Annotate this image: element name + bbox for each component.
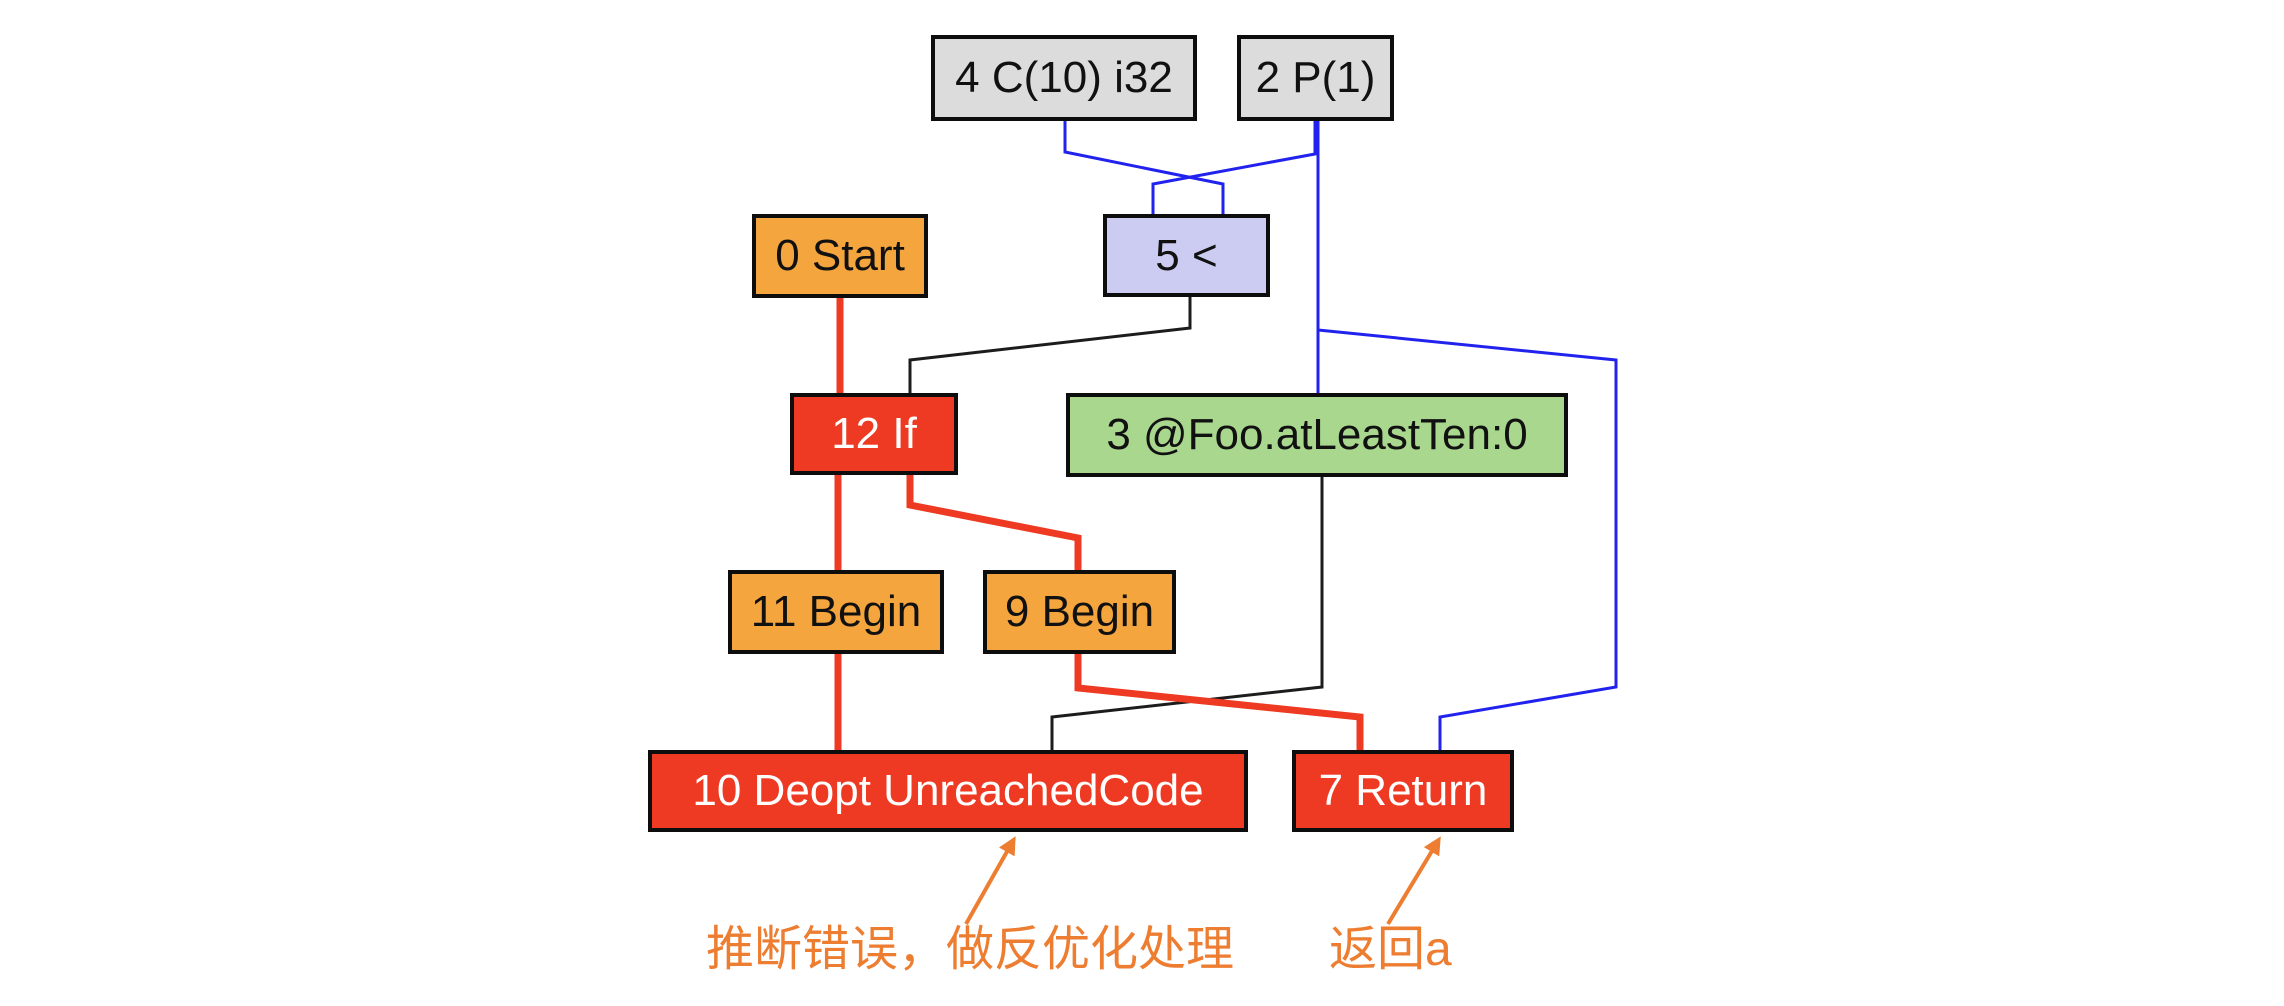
node-0-start[interactable]: 0 Start [752, 214, 928, 298]
node-11-begin[interactable]: 11 Begin [728, 570, 944, 654]
node-9-begin[interactable]: 9 Begin [983, 570, 1176, 654]
edge-p2-to-return7 [1317, 328, 1618, 750]
annotation-arrow-return [1386, 836, 1441, 926]
node-label: 12 If [831, 409, 917, 458]
edge-begin9-to-return7 [1074, 653, 1364, 750]
edge-if12-to-begin9 [906, 474, 1082, 570]
node-10-deopt-unreachedcode[interactable]: 10 Deopt UnreachedCode [648, 750, 1248, 832]
node-label: 0 Start [775, 231, 905, 280]
node-12-if[interactable]: 12 If [790, 393, 958, 475]
node-label: 3 @Foo.atLeastTen:0 [1106, 410, 1528, 459]
edge-lt5-to-if12 [908, 296, 1192, 393]
node-label: 4 C(10) i32 [955, 53, 1173, 102]
node-4-constant-i32[interactable]: 4 C(10) i32 [931, 35, 1197, 121]
node-5-lessthan[interactable]: 5 < [1103, 214, 1270, 297]
edge-c4-to-lt5 [1063, 121, 1225, 215]
annotation-return-note: 返回a [1329, 923, 1452, 976]
node-label: 5 < [1155, 230, 1218, 280]
node-label: 11 Begin [750, 587, 922, 636]
node-label: 9 Begin [1004, 587, 1155, 636]
annotation-arrow-deopt [964, 836, 1016, 925]
node-7-return[interactable]: 7 Return [1292, 750, 1514, 832]
node-2-parameter[interactable]: 2 P(1) [1237, 35, 1394, 121]
node-label: 10 Deopt UnreachedCode [692, 766, 1204, 815]
edge-p2-to-lt5 [1151, 121, 1317, 215]
node-label: 2 P(1) [1255, 53, 1376, 102]
node-3-framestate[interactable]: 3 @Foo.atLeastTen:0 [1066, 393, 1568, 477]
annotation-deopt-note: 推断错误，做反优化处理 [706, 923, 1235, 976]
node-label: 7 Return [1318, 766, 1488, 815]
